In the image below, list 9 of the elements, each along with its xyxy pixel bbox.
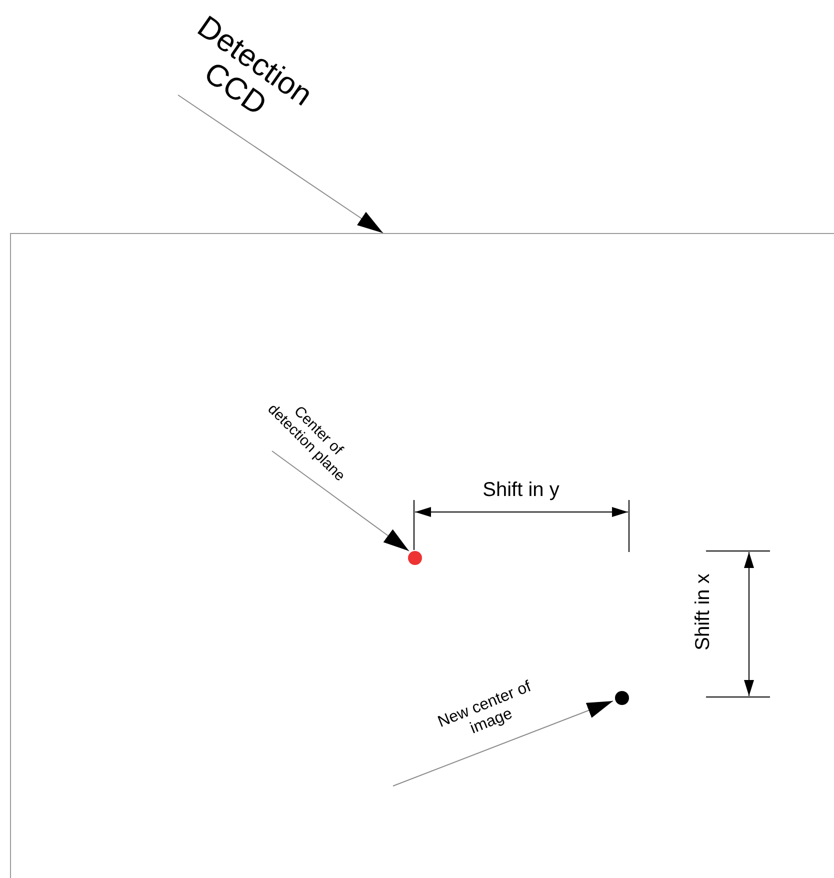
center-dot (615, 691, 629, 705)
arrow (178, 94, 384, 234)
dimension-label: Shift in y (482, 479, 560, 501)
dimension-label: Shift in x (692, 574, 714, 650)
center-dot (408, 551, 422, 565)
point-label: New center of image (433, 677, 543, 749)
arrow (392, 700, 614, 786)
arrow (272, 450, 410, 552)
ccd-outline (10, 233, 834, 878)
